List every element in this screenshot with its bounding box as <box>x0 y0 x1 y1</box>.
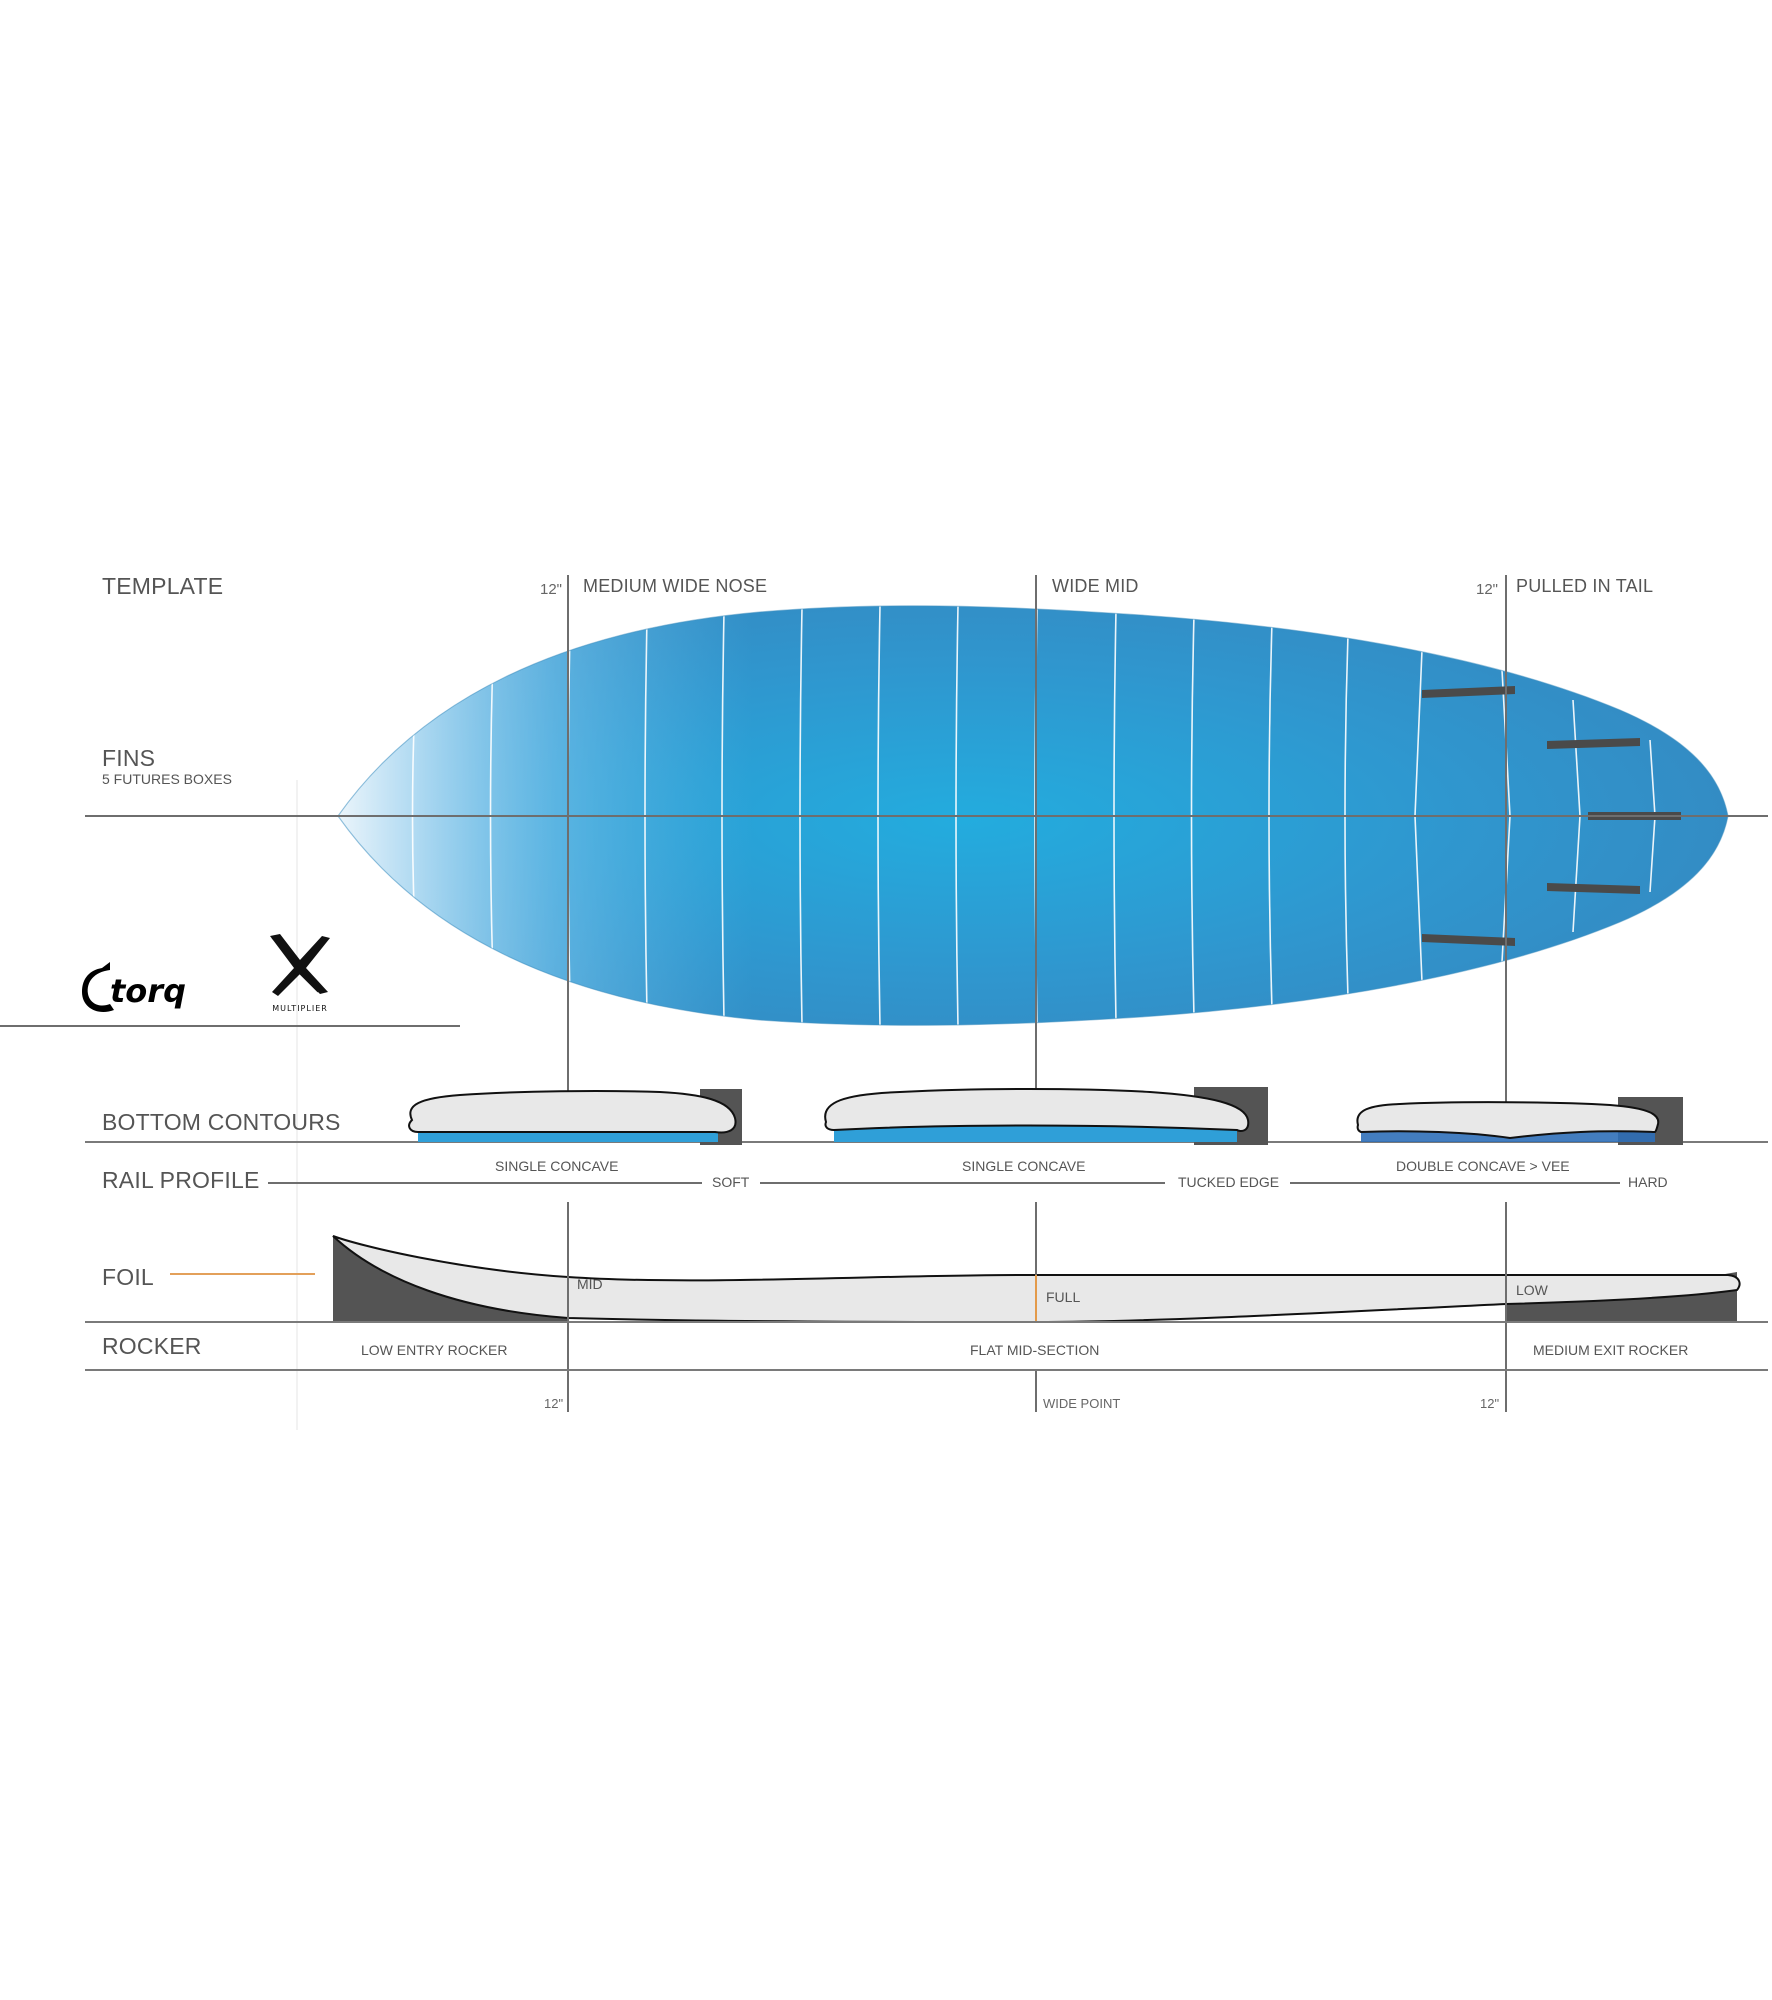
multiplier-x-icon <box>270 934 330 996</box>
section-template-label: TEMPLATE <box>102 573 224 599</box>
fins-sublabel: 5 FUTURES BOXES <box>102 771 232 787</box>
foil-mid-label: FULL <box>1046 1289 1081 1305</box>
fin-box-5 <box>1422 934 1515 946</box>
rocker-nose-label: LOW ENTRY ROCKER <box>361 1342 508 1358</box>
axis-nose-measure: 12" <box>544 1396 564 1411</box>
rocker-mid-label: FLAT MID-SECTION <box>970 1342 1100 1358</box>
template-nose-measure: 12" <box>540 581 563 598</box>
axis-wide-point: WIDE POINT <box>1043 1396 1121 1411</box>
contour-tail <box>1356 1097 1683 1145</box>
template-nose-label: MEDIUM WIDE NOSE <box>583 576 768 596</box>
section-rocker-label: ROCKER <box>102 1333 202 1359</box>
rail-nose-label: SOFT <box>712 1174 750 1190</box>
section-foil-label: FOIL <box>102 1264 154 1290</box>
section-bottom-contours-label: BOTTOM CONTOURS <box>102 1109 341 1135</box>
rail-mid-label: TUCKED EDGE <box>1178 1174 1280 1190</box>
contour-tail-label: DOUBLE CONCAVE > VEE <box>1396 1158 1570 1174</box>
contour-mid <box>824 1087 1268 1145</box>
contour-mid-label: SINGLE CONCAVE <box>962 1158 1086 1174</box>
fin-box-2 <box>1547 738 1640 749</box>
foil-nose-label: MID <box>577 1276 603 1292</box>
contour-nose-label: SINGLE CONCAVE <box>495 1158 619 1174</box>
torq-logo: torq <box>80 960 220 1020</box>
multiplier-text: MULTIPLIER <box>272 1004 328 1013</box>
torq-logo-icon: torq <box>82 962 186 1012</box>
multiplier-logo: MULTIPLIER <box>258 930 342 1016</box>
contour-nose <box>408 1089 742 1145</box>
foil-rocker-profile <box>332 1235 1741 1324</box>
axis-tail-measure: 12" <box>1480 1396 1500 1411</box>
rocker-tail-label: MEDIUM EXIT ROCKER <box>1533 1342 1689 1358</box>
fin-box-1 <box>1422 686 1515 698</box>
section-rail-profile-label: RAIL PROFILE <box>102 1167 260 1193</box>
template-tail-label: PULLED IN TAIL <box>1516 576 1654 596</box>
fin-box-4 <box>1547 883 1640 894</box>
foil-tail-label: LOW <box>1516 1282 1548 1298</box>
surfboard-template <box>338 605 1728 1026</box>
rail-tail-label: HARD <box>1628 1174 1668 1190</box>
svg-text:torq: torq <box>110 972 186 1010</box>
template-tail-measure: 12" <box>1476 581 1499 598</box>
template-mid-label: WIDE MID <box>1052 576 1139 596</box>
section-fins-label: FINS <box>102 745 156 771</box>
